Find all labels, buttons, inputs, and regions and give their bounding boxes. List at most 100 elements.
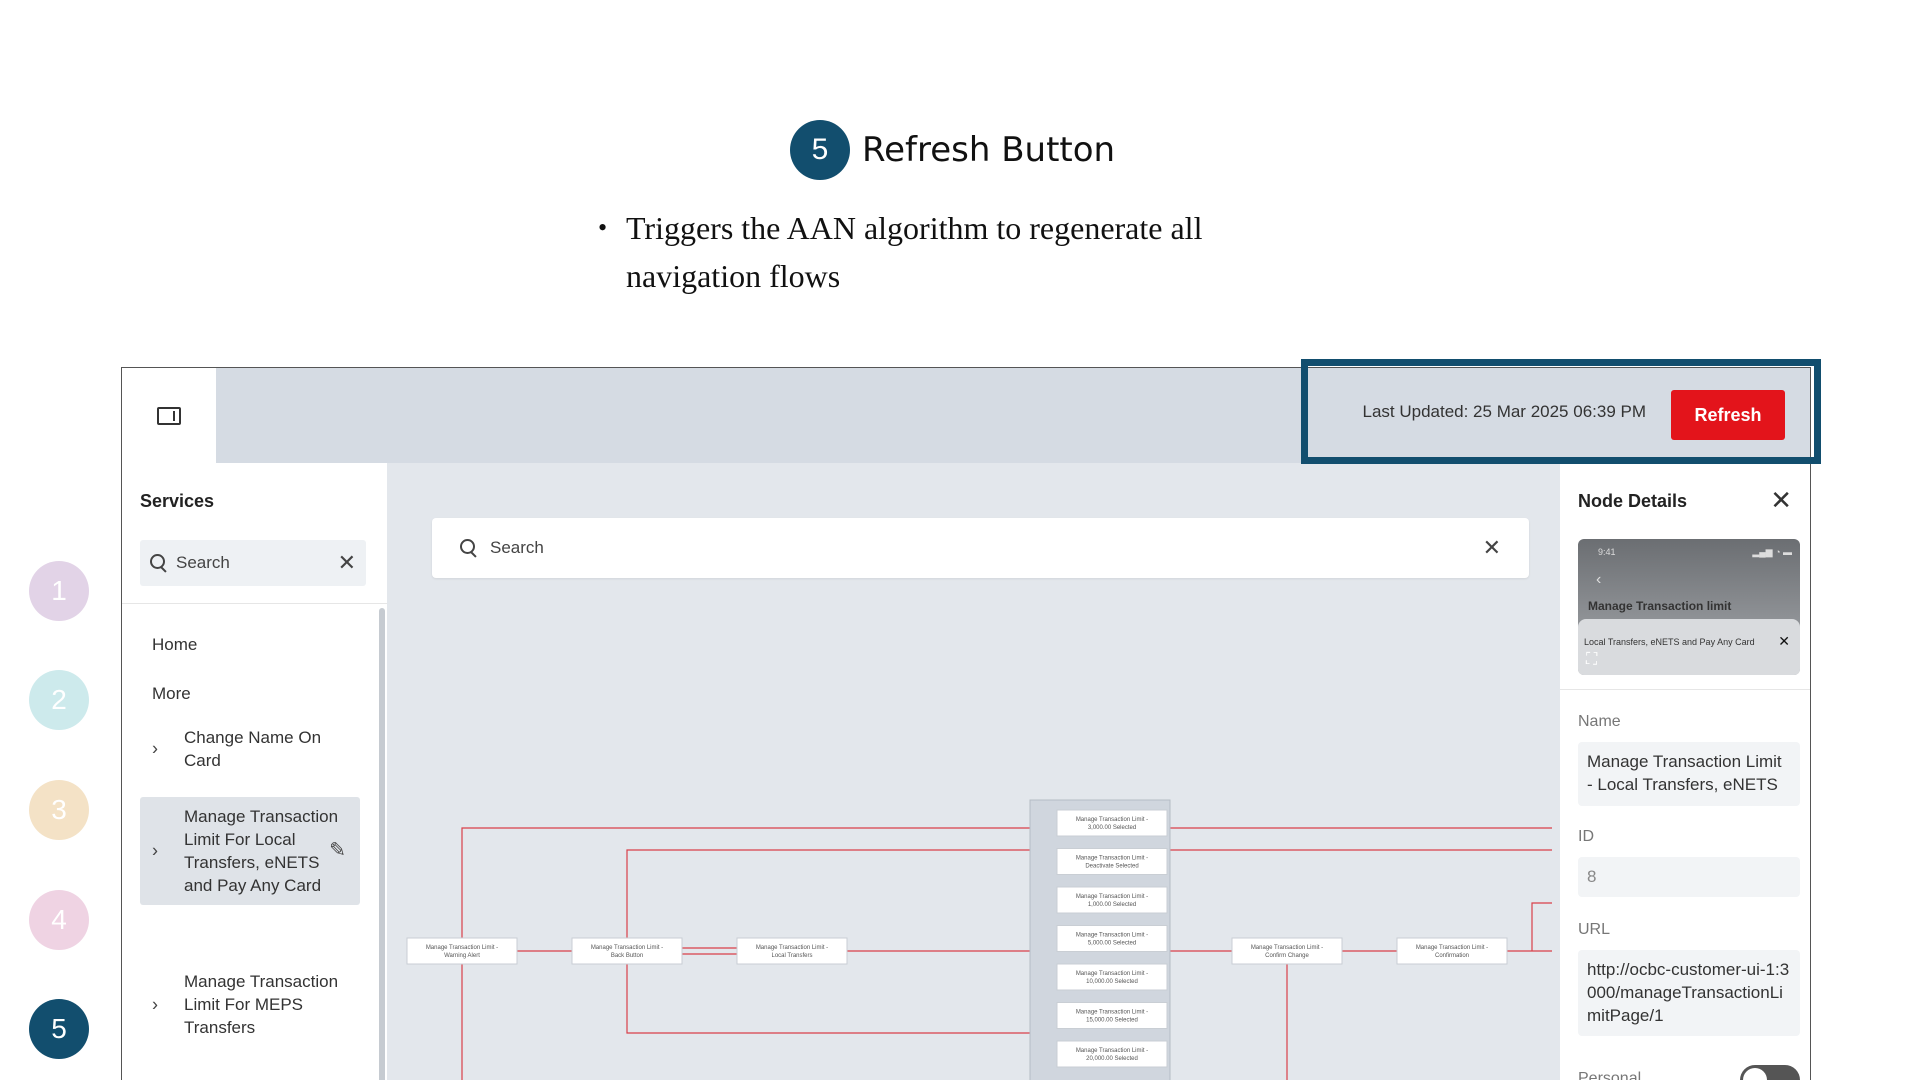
name-field[interactable]: Manage Transaction Limit - Local Transfe… xyxy=(1578,742,1800,806)
panel-icon xyxy=(157,406,181,425)
chevron-right-icon: › xyxy=(152,994,158,1014)
status-icons: ▂▄▆ ◔ ▬ xyxy=(1752,547,1792,557)
slide-bullet: • Triggers the AAN algorithm to regenera… xyxy=(598,204,1278,300)
group-node-3-label: Manage Transaction Limit - xyxy=(1076,894,1148,900)
clear-icon[interactable]: ✕ xyxy=(337,550,356,575)
personal-label: Personal xyxy=(1578,1070,1642,1080)
group-node-7[interactable]: Manage Transaction Limit - 20,000.00 Sele… xyxy=(1056,1040,1168,1068)
group-node-5-label: 10,000.00 Selected xyxy=(1086,979,1138,985)
flow-node-1[interactable]: Manage Transaction Limit -Warning Alert xyxy=(406,937,518,965)
step-4-badge: 4 xyxy=(29,890,89,950)
group-node-6-label: 15,000.00 Selected xyxy=(1086,1018,1138,1024)
close-icon[interactable]: ✕ xyxy=(1770,485,1792,515)
group-node-4-box xyxy=(1056,925,1168,952)
flow-node-3-label: Manage Transaction Limit - xyxy=(756,945,828,951)
refresh-button[interactable]: Refresh xyxy=(1671,390,1785,440)
sidebar-toggle-button[interactable] xyxy=(122,368,216,463)
group-node-1[interactable]: Manage Transaction Limit - 3,000.00 Selec… xyxy=(1056,809,1168,837)
main-search-placeholder: Search xyxy=(490,538,544,557)
nav-item-more[interactable]: More xyxy=(152,684,191,703)
tree-item-label: Manage Transaction Limit For Local Trans… xyxy=(184,807,339,895)
group-node-7-box xyxy=(1056,1040,1168,1068)
flow-node-3-label: Local Transfers xyxy=(771,953,812,959)
panel-edge xyxy=(1810,463,1811,1080)
group-node-4-label: Manage Transaction Limit - xyxy=(1076,933,1148,939)
nav-item-home[interactable]: Home xyxy=(152,635,198,654)
preview-time: 9:41 xyxy=(1598,547,1616,557)
search-icon xyxy=(460,539,478,557)
tree-item-change-name[interactable]: › Change Name On Card xyxy=(140,718,360,780)
slide-title: 5 Refresh Button xyxy=(790,120,1115,180)
group-node-3-label: 1,000.00 Selected xyxy=(1088,902,1136,908)
name-label: Name xyxy=(1578,713,1621,730)
chevron-right-icon: › xyxy=(152,738,158,759)
main-search-input[interactable]: Search ✕ xyxy=(432,518,1529,578)
flow-node-3-box xyxy=(736,937,848,965)
search-icon xyxy=(150,554,168,572)
flow-node-2-label: Back Button xyxy=(611,953,643,959)
diagram-edge xyxy=(626,964,1030,1034)
chevron-left-icon: ‹ xyxy=(1596,571,1602,588)
group-node-3[interactable]: Manage Transaction Limit - 1,000.00 Selec… xyxy=(1056,886,1168,914)
group-node-1-label: 3,000.00 Selected xyxy=(1088,825,1136,831)
node-details-title: Node Details xyxy=(1578,491,1688,511)
group-node-6[interactable]: Manage Transaction Limit -15,000.00 Sele… xyxy=(1056,1002,1168,1029)
group-nodes: Manage Transaction Limit - 3,000.00 Selec… xyxy=(1056,809,1168,1068)
screen-preview[interactable]: 9:41 ▂▄▆ ◔ ▬ ‹ Manage Transaction limit … xyxy=(1578,539,1800,675)
group-node-1-label: Manage Transaction Limit - xyxy=(1076,817,1148,823)
group-node-4-label: 5,000.00 Selected xyxy=(1088,941,1136,947)
flow-node-5[interactable]: Manage Transaction Limit -Confirmation xyxy=(1396,937,1508,965)
group-node-2-label: Manage Transaction Limit - xyxy=(1076,856,1148,862)
services-search-input[interactable]: Search ✕ xyxy=(140,540,366,586)
preview-sheet xyxy=(1578,619,1800,675)
flow-node-4-label: Confirm Change xyxy=(1265,953,1309,959)
divider xyxy=(1560,689,1810,690)
scrollbar[interactable] xyxy=(379,608,385,1080)
diagram-edge xyxy=(1531,902,1552,951)
tree-item-label: Change Name On Card xyxy=(184,728,322,770)
expand-icon[interactable]: ⛶ xyxy=(1586,651,1598,668)
group-node-7-label: 20,000.00 Selected xyxy=(1086,1056,1138,1062)
step-2-badge: 2 xyxy=(29,670,89,730)
id-field[interactable]: 8 xyxy=(1578,857,1800,897)
flow-node-2-label: Manage Transaction Limit - xyxy=(591,945,663,951)
bullet-dot: • xyxy=(598,213,608,242)
navigation-flow-diagram: Manage Transaction Limit - 3,000.00 Selec… xyxy=(406,799,1552,1080)
top-bar: Last Updated: 25 Mar 2025 06:39 PM Refre… xyxy=(122,368,1810,463)
divider xyxy=(122,603,387,604)
group-node-4[interactable]: Manage Transaction Limit - 5,000.00 Selec… xyxy=(1056,925,1168,952)
url-label: URL xyxy=(1578,921,1611,938)
group-node-3-box xyxy=(1056,886,1168,914)
flow-node-1-label: Manage Transaction Limit - xyxy=(426,945,498,951)
chevron-right-icon: › xyxy=(152,840,158,861)
flow-node-4-box xyxy=(1231,937,1343,965)
flow-node-4[interactable]: Manage Transaction Limit -Confirm Change xyxy=(1231,937,1343,965)
tree-item-manage-meps-limit[interactable]: › Manage Transaction Limit For MEPS Tran… xyxy=(140,962,360,1047)
flow-node-3[interactable]: Manage Transaction Limit - Local Transfer… xyxy=(736,937,848,965)
preview-title: Manage Transaction limit xyxy=(1588,599,1732,613)
node-details-panel: Node Details ✕ 9:41 ▂▄▆ ◔ ▬ ‹ Manage Tra… xyxy=(1560,463,1810,1080)
services-sidebar: Services Search ✕ Home More › Change Nam… xyxy=(122,463,387,1080)
step-badge: 5 xyxy=(790,120,850,180)
personal-toggle[interactable] xyxy=(1740,1065,1800,1080)
group-node-5[interactable]: Manage Transaction Limit -10,000.00 Sele… xyxy=(1056,963,1168,991)
flow-node-2[interactable]: Manage Transaction Limit - Back Button xyxy=(571,937,683,965)
flow-node-5-label: Manage Transaction Limit - xyxy=(1416,945,1488,951)
tree-item-manage-local-limit[interactable]: › Manage Transaction Limit For Local Tra… xyxy=(140,797,360,905)
url-field[interactable]: http://ocbc-customer-ui-1:3000/manageTra… xyxy=(1578,950,1800,1036)
last-updated-text: Last Updated: 25 Mar 2025 06:39 PM xyxy=(1362,402,1646,421)
diagram-edge xyxy=(461,827,1552,938)
step-3-badge: 3 xyxy=(29,780,89,840)
flow-node-1-box xyxy=(406,937,518,965)
step-1-badge: 1 xyxy=(29,561,89,621)
group-node-2-box xyxy=(1056,848,1168,875)
app-screenshot: Last Updated: 25 Mar 2025 06:39 PM Refre… xyxy=(121,367,1811,1080)
group-node-7-label: Manage Transaction Limit - xyxy=(1076,1048,1148,1054)
id-label: ID xyxy=(1578,828,1594,845)
group-node-2[interactable]: Manage Transaction Limit - Deactivate Sel… xyxy=(1056,848,1168,875)
clear-icon[interactable]: ✕ xyxy=(1482,535,1501,560)
flow-node-5-box xyxy=(1396,937,1508,965)
pencil-icon[interactable]: ✎ xyxy=(329,839,346,862)
group-node-2-label: Deactivate Selected xyxy=(1085,864,1138,870)
preview-subtitle: Local Transfers, eNETS and Pay Any Card xyxy=(1584,637,1755,647)
